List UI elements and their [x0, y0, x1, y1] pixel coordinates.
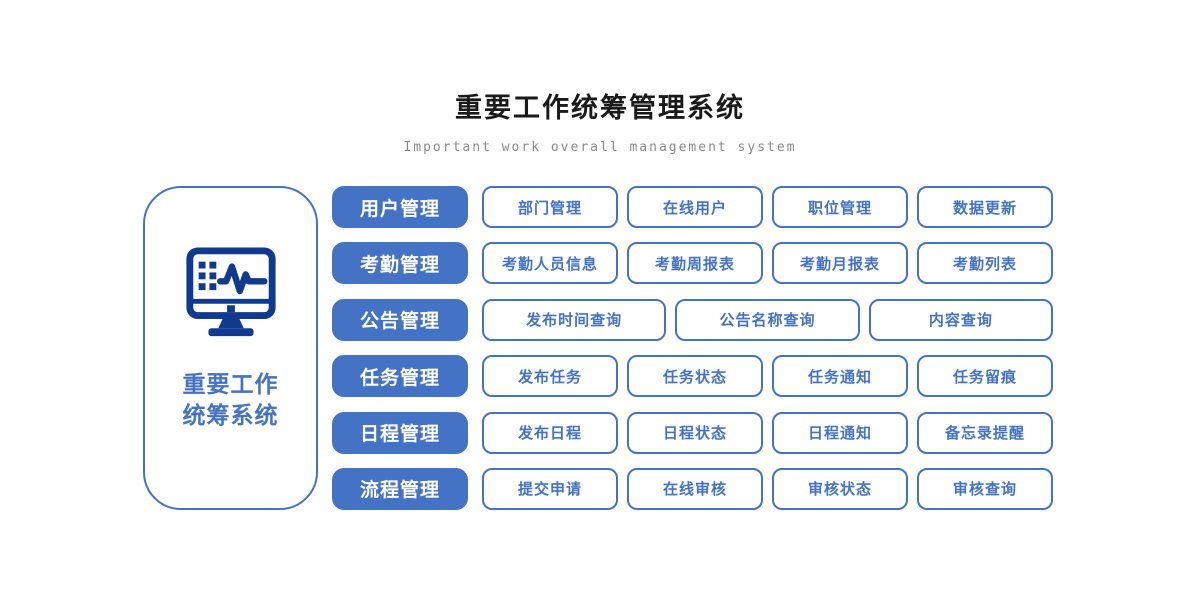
item-button[interactable]: 内容查询 — [868, 298, 1053, 341]
item-button[interactable]: 考勤周报表 — [627, 242, 763, 285]
category-button[interactable]: 公告管理 — [332, 298, 468, 341]
item-button[interactable]: 数据更新 — [917, 186, 1053, 228]
pixel-grid — [198, 261, 216, 291]
item-button[interactable]: 任务状态 — [627, 355, 763, 398]
item-button[interactable]: 备忘录提醒 — [917, 411, 1053, 454]
item-button-group: 考勤人员信息考勤周报表考勤月报表考勤列表 — [482, 242, 1053, 285]
module-row: 任务管理发布任务任务状态任务通知任务留痕 — [332, 355, 1053, 398]
item-button[interactable]: 日程通知 — [772, 411, 908, 454]
item-button[interactable]: 考勤人员信息 — [482, 242, 618, 285]
module-row: 流程管理提交申请在线审核审核状态审核查询 — [332, 467, 1053, 510]
category-button[interactable]: 流程管理 — [332, 467, 468, 510]
module-row: 日程管理发布日程日程状态日程通知备忘录提醒 — [332, 411, 1053, 454]
item-button[interactable]: 日程状态 — [627, 411, 763, 454]
category-button[interactable]: 任务管理 — [332, 355, 468, 398]
item-button[interactable]: 公告名称查询 — [675, 298, 860, 341]
monitor-pulse-icon — [185, 247, 276, 337]
item-button-group: 发布时间查询公告名称查询内容查询 — [482, 298, 1053, 341]
page-title: 重要工作统筹管理系统 — [455, 93, 745, 123]
category-button[interactable]: 考勤管理 — [332, 242, 468, 285]
main-content: 重要工作 统筹系统 用户管理部门管理在线用户职位管理数据更新考勤管理考勤人员信息… — [143, 186, 1053, 510]
item-button[interactable]: 任务通知 — [772, 355, 908, 398]
item-button[interactable]: 发布任务 — [482, 355, 618, 398]
item-button[interactable]: 考勤列表 — [917, 242, 1053, 285]
rows-grid: 用户管理部门管理在线用户职位管理数据更新考勤管理考勤人员信息考勤周报表考勤月报表… — [332, 186, 1053, 510]
item-button-group: 部门管理在线用户职位管理数据更新 — [482, 186, 1053, 228]
item-button[interactable]: 职位管理 — [772, 186, 908, 228]
item-button[interactable]: 在线用户 — [627, 186, 763, 228]
monitor-stand — [217, 315, 244, 329]
item-button-group: 发布任务任务状态任务通知任务留痕 — [482, 355, 1053, 398]
header: 重要工作统筹管理系统 Important work overall manage… — [0, 0, 1200, 155]
item-button[interactable]: 在线审核 — [627, 467, 763, 510]
item-button[interactable]: 任务留痕 — [917, 355, 1053, 398]
system-panel: 重要工作 统筹系统 — [143, 186, 318, 510]
item-button[interactable]: 审核查询 — [917, 467, 1053, 510]
page-subtitle: Important work overall management system — [403, 140, 797, 155]
pulse-line — [216, 263, 268, 295]
monitor-base — [207, 328, 254, 337]
item-button[interactable]: 发布日程 — [482, 411, 618, 454]
module-row: 考勤管理考勤人员信息考勤周报表考勤月报表考勤列表 — [332, 242, 1053, 285]
item-button[interactable]: 审核状态 — [772, 467, 908, 510]
module-row: 用户管理部门管理在线用户职位管理数据更新 — [332, 186, 1053, 228]
item-button[interactable]: 考勤月报表 — [772, 242, 908, 285]
item-button-group: 提交申请在线审核审核状态审核查询 — [482, 467, 1053, 510]
module-row: 公告管理发布时间查询公告名称查询内容查询 — [332, 298, 1053, 341]
category-button[interactable]: 日程管理 — [332, 411, 468, 454]
item-button[interactable]: 提交申请 — [482, 467, 618, 510]
system-panel-label: 重要工作 统筹系统 — [183, 369, 279, 431]
item-button-group: 发布日程日程状态日程通知备忘录提醒 — [482, 411, 1053, 454]
category-button[interactable]: 用户管理 — [332, 186, 468, 228]
system-panel-label-line2: 统筹系统 — [182, 402, 279, 428]
system-panel-label-line1: 重要工作 — [182, 371, 279, 397]
item-button[interactable]: 部门管理 — [482, 186, 618, 228]
item-button[interactable]: 发布时间查询 — [482, 298, 667, 341]
